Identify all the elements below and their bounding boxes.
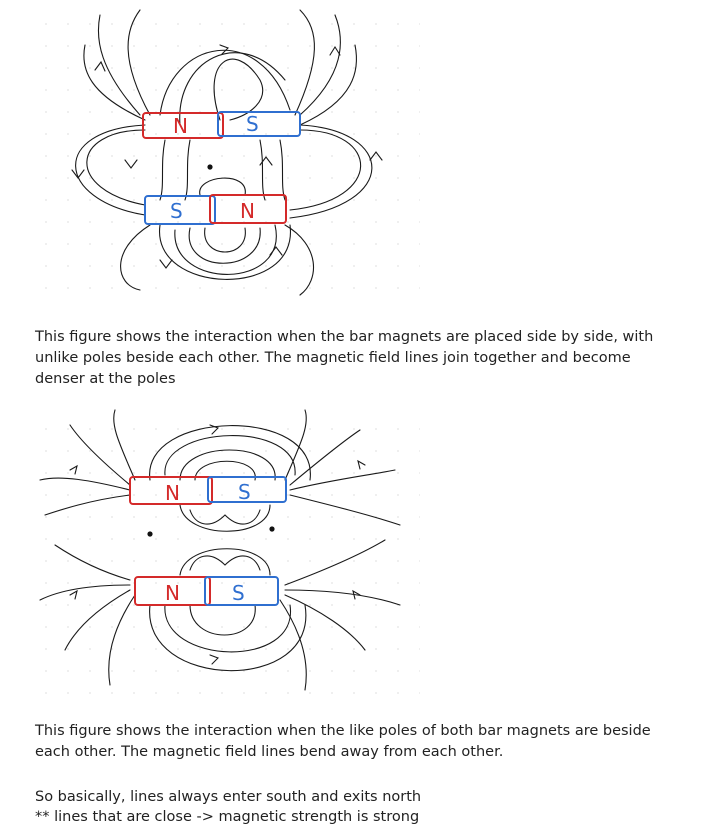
magnet-bottom: S N	[144, 194, 287, 225]
north-pole-label: N	[165, 481, 180, 505]
figure-like-poles-drawing: N S N S	[39, 409, 420, 695]
south-pole-label: S	[246, 112, 259, 136]
magnet-top: N S	[129, 476, 287, 505]
neutral-point-right	[269, 526, 275, 532]
figure-like-poles: N S N S	[0, 405, 707, 700]
north-pole-label: N	[240, 199, 255, 223]
field-lines	[71, 9, 383, 296]
magnet-top: N S	[142, 111, 301, 139]
neutral-point-left	[147, 531, 153, 537]
note-line-1: So basically, lines always enter south a…	[35, 789, 422, 805]
south-pole-label: S	[232, 581, 245, 605]
caption-unlike-poles: This figure shows the interaction when t…	[35, 329, 654, 387]
magnet-bottom: N S	[134, 576, 279, 606]
caption-like-poles: This figure shows the interaction when t…	[35, 723, 651, 760]
south-pole-label: S	[170, 199, 183, 223]
north-pole-label: N	[165, 581, 180, 605]
note-line-2: ** lines that are close -> magnetic stre…	[35, 809, 420, 825]
field-lines	[39, 409, 401, 691]
north-pole-label: N	[173, 114, 188, 138]
figure-unlike-poles: N S S N	[0, 0, 707, 300]
figure-unlike-poles-drawing: N S S N	[40, 5, 420, 296]
neutral-point	[207, 164, 213, 170]
south-pole-label: S	[238, 480, 251, 504]
